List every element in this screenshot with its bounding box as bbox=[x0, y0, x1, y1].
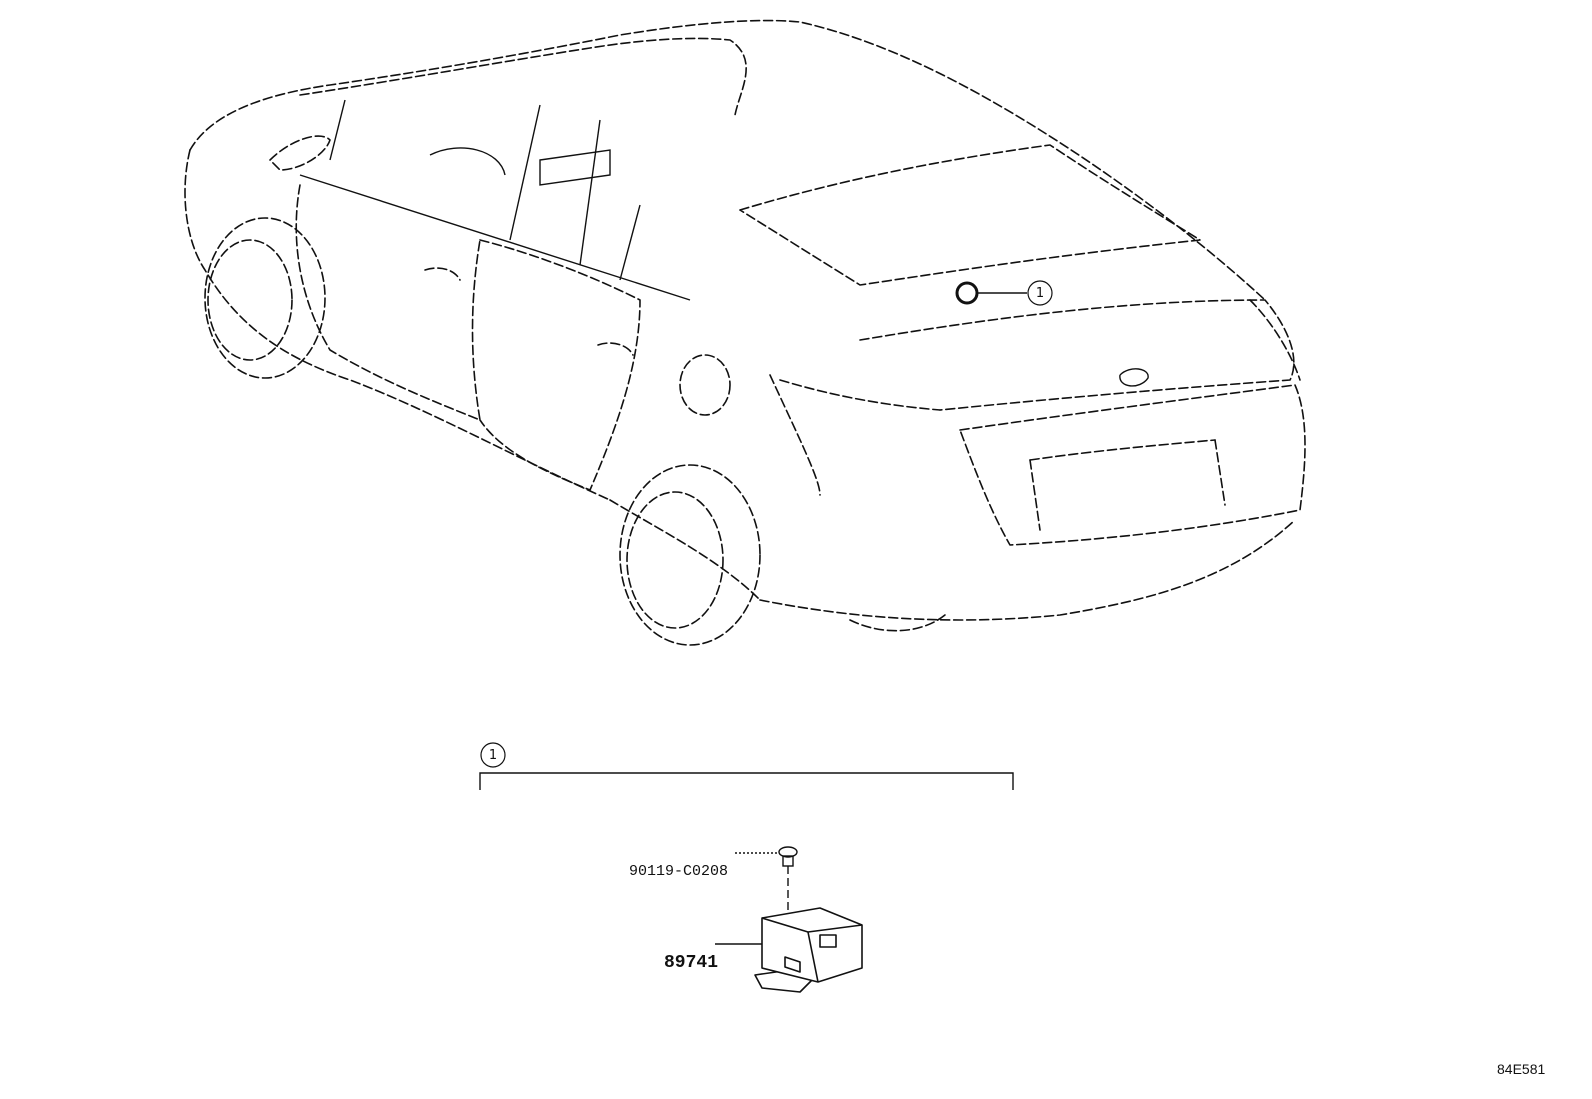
rear-wheel bbox=[619, 464, 761, 646]
trunk-edge bbox=[779, 379, 941, 411]
windshield-frame bbox=[299, 37, 747, 116]
fuel-door bbox=[679, 354, 731, 416]
tail-light-left bbox=[769, 374, 821, 496]
screw-part-number[interactable]: 90119-C0208 bbox=[629, 863, 729, 880]
front-wheel-rim bbox=[207, 239, 293, 361]
side-sill-rear bbox=[609, 499, 761, 601]
dashboard-display bbox=[539, 149, 611, 186]
interior-bar bbox=[299, 174, 691, 301]
rear-window bbox=[739, 144, 1201, 286]
module-icon bbox=[715, 907, 863, 993]
callout-circle-group bbox=[480, 742, 506, 768]
roof-line bbox=[189, 19, 1266, 301]
side-sill bbox=[184, 149, 611, 501]
side-mirror bbox=[269, 135, 331, 171]
rear-door-handle bbox=[597, 342, 634, 356]
callout-number-car: 1 bbox=[1035, 286, 1045, 301]
lower-rear bbox=[759, 519, 1296, 621]
rear-wheel-rim bbox=[626, 491, 724, 629]
c-pillar-inner bbox=[619, 204, 641, 281]
illustration-id: 84E581 bbox=[1497, 1061, 1546, 1077]
tail-light-right bbox=[1249, 299, 1301, 381]
steering-wheel bbox=[429, 147, 506, 176]
plate-top bbox=[1029, 439, 1216, 461]
b-pillar bbox=[509, 104, 541, 241]
plate-right bbox=[1214, 439, 1226, 506]
front-door bbox=[295, 184, 481, 421]
plate-left bbox=[1029, 459, 1041, 531]
trunk-lid bbox=[859, 299, 1295, 411]
front-wheel bbox=[204, 217, 326, 379]
b-pillar-inner bbox=[579, 119, 601, 266]
callout-circle-car bbox=[1027, 280, 1053, 306]
group-bracket bbox=[479, 772, 1014, 790]
trunk-emblem bbox=[1119, 368, 1149, 387]
callout-number-group: 1 bbox=[488, 748, 498, 763]
a-pillar bbox=[329, 99, 346, 161]
rear-door bbox=[479, 239, 641, 491]
rear-bumper bbox=[959, 384, 1306, 546]
module-part-number[interactable]: 89741 bbox=[664, 953, 719, 973]
front-door-handle bbox=[424, 267, 461, 281]
location-marker bbox=[955, 281, 979, 305]
